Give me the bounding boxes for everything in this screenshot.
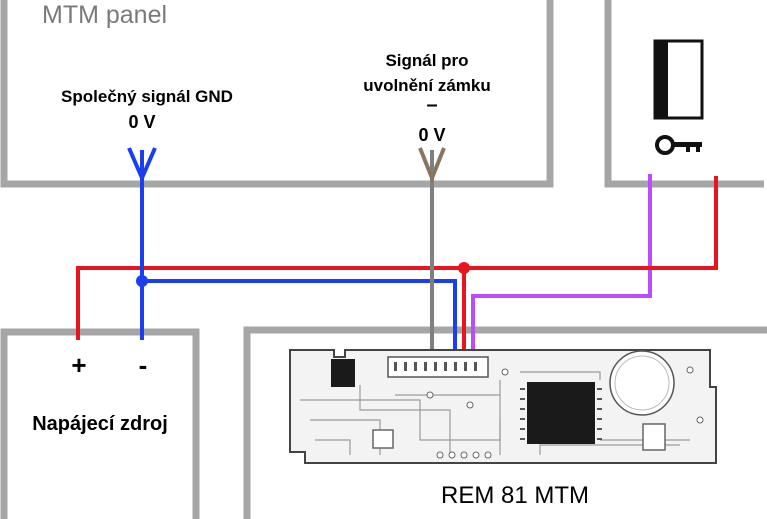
door-lock-key-icon <box>653 39 704 155</box>
mtm-panel-box <box>0 0 554 188</box>
unlock-arrow <box>418 147 446 184</box>
power-supply-title: Napájecí zdroj <box>32 413 168 435</box>
power-plus-label: + <box>71 350 87 380</box>
red-junction-dot <box>458 262 470 274</box>
lock-box <box>604 0 764 188</box>
wires <box>76 150 718 362</box>
unlock-dash-label: – <box>426 94 438 116</box>
module-box <box>243 326 767 519</box>
gnd-voltage-label: 0 V <box>128 112 156 132</box>
purple-lock-wire <box>471 174 652 362</box>
unlock-signal-label-line1: Signál pro <box>385 51 469 70</box>
mtm-panel-title: MTM panel <box>42 1 168 29</box>
gnd-signal-label: Společný signál GND <box>61 87 233 106</box>
pcb-board <box>289 349 717 464</box>
unlock-signal-label-line2: uvolnění zámku <box>363 76 491 95</box>
red-power-wire <box>76 176 718 362</box>
module-title: REM 81 MTM <box>440 482 589 509</box>
power-supply-box <box>0 328 200 519</box>
power-minus-label: - <box>138 350 148 380</box>
gnd-arrow <box>127 147 157 184</box>
blue-junction-dot <box>136 275 148 287</box>
unlock-voltage-label: 0 V <box>418 125 446 145</box>
